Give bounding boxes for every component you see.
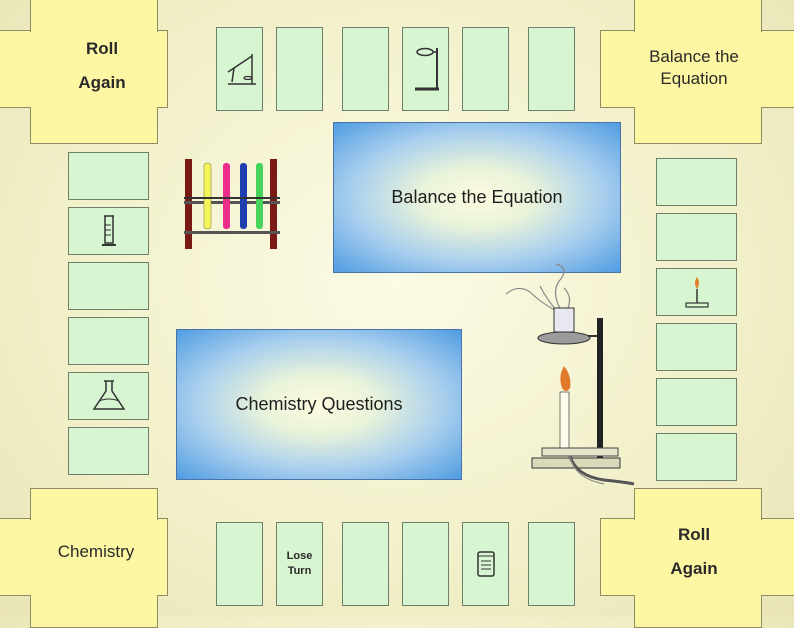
tile-right-6[interactable] <box>656 433 737 481</box>
corner-label: Chemistry <box>57 542 135 561</box>
tile-left-6[interactable] <box>68 427 149 475</box>
alcohol-lamp-icon <box>684 277 709 308</box>
tile-left-2[interactable] <box>68 207 149 255</box>
ring-stand-icon <box>414 47 439 91</box>
tile-left-5[interactable] <box>68 372 149 420</box>
tile-left-3[interactable] <box>68 262 149 310</box>
tile-right-1[interactable] <box>656 158 737 206</box>
corner-label: Balance the Equation <box>649 47 739 88</box>
balance-scale-icon <box>227 54 256 85</box>
tile-right-3[interactable] <box>656 268 737 316</box>
tile-top-4[interactable] <box>402 27 449 111</box>
tile-top-5[interactable] <box>462 27 509 111</box>
tile-right-2[interactable] <box>656 213 737 261</box>
deck-label: Chemistry Questions <box>235 394 403 414</box>
tile-right-5[interactable] <box>656 378 737 426</box>
corner-label: Roll Again <box>670 525 718 578</box>
tile-top-2[interactable] <box>276 27 323 111</box>
tile-bottom-5[interactable] <box>462 522 509 606</box>
tile-top-1[interactable] <box>216 27 263 111</box>
lose-turn-label: Lose Turn <box>286 550 313 577</box>
corner-roll-again-bottom-right[interactable]: Roll Again <box>600 488 794 628</box>
corner-label: Roll Again <box>78 39 126 92</box>
tile-bottom-4[interactable] <box>402 522 449 606</box>
tile-bottom-1[interactable] <box>216 522 263 606</box>
beaker-icon <box>476 551 495 577</box>
chemistry-questions-deck[interactable]: Chemistry Questions <box>176 329 462 480</box>
tile-top-3[interactable] <box>342 27 389 111</box>
tile-bottom-lose-turn[interactable]: Lose Turn <box>276 522 323 606</box>
tile-bottom-6[interactable] <box>528 522 575 606</box>
tile-right-4[interactable] <box>656 323 737 371</box>
tile-bottom-3[interactable] <box>342 522 389 606</box>
graduated-cylinder-icon <box>101 215 116 246</box>
tile-left-1[interactable] <box>68 152 149 200</box>
corner-chemistry-bottom-left[interactable]: Chemistry <box>0 488 168 628</box>
tile-top-6[interactable] <box>528 27 575 111</box>
corner-balance-equation-top-right[interactable]: Balance the Equation <box>600 0 794 144</box>
test-tube-rack-icon <box>184 159 280 249</box>
corner-roll-again-top-left[interactable]: Roll Again <box>0 0 168 144</box>
bunsen-burner-stand-icon <box>505 263 635 486</box>
tile-left-4[interactable] <box>68 317 149 365</box>
erlenmeyer-flask-icon <box>92 380 125 410</box>
balance-equation-deck[interactable]: Balance the Equation <box>333 122 621 273</box>
deck-label: Balance the Equation <box>391 187 563 207</box>
